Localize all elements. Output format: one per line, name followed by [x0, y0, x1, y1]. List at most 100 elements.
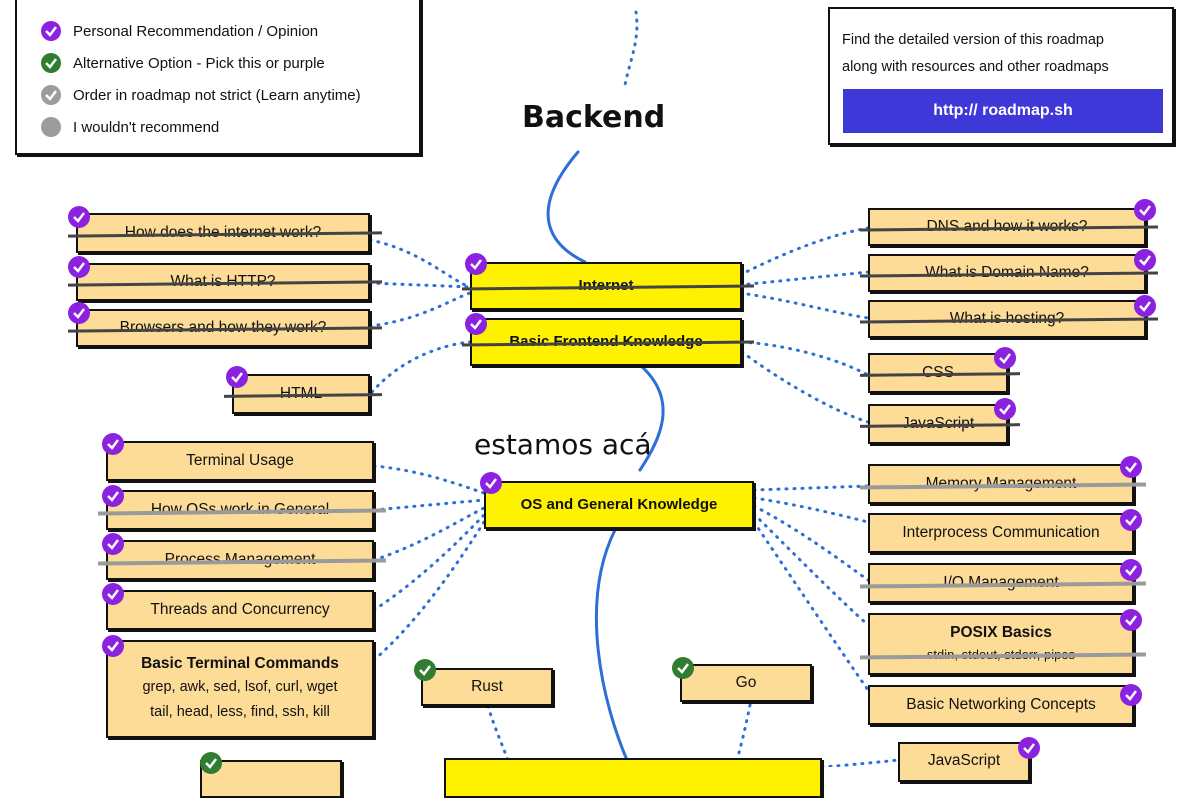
check-icon [994, 347, 1016, 369]
dotted-line [752, 496, 870, 524]
check-icon [465, 313, 487, 335]
check-icon [1120, 509, 1142, 531]
check-icon [1120, 559, 1142, 581]
promo-line: along with resources and other roadmaps [842, 59, 1109, 75]
dotted-line [368, 238, 472, 289]
dotted-line [372, 464, 486, 495]
dotted-line [740, 340, 870, 377]
node-os[interactable]: OS and General Knowledge [484, 481, 754, 529]
node-process-management[interactable]: Process Management [97, 540, 387, 580]
node-frontend[interactable]: Basic Frontend Knowledge [461, 318, 755, 366]
node-memory[interactable]: Memory Management [859, 464, 1147, 504]
roadmap-link-button[interactable]: http:// roadmap.sh [843, 89, 1163, 133]
node-what-http[interactable]: What is HTTP? [67, 263, 383, 301]
node-rust[interactable]: Rust [421, 668, 553, 706]
check-icon [41, 53, 61, 73]
dotted-line [368, 291, 472, 328]
check-icon [465, 253, 487, 275]
check-icon [102, 533, 124, 555]
annotation-text: estamos acá [474, 428, 652, 461]
dotted-line [752, 512, 870, 627]
dotted-line [738, 270, 870, 287]
spine-line [594, 528, 632, 767]
check-icon [672, 657, 694, 679]
node-terminal-usage[interactable]: Terminal Usage [106, 441, 374, 481]
legend-item: I wouldn't recommend [41, 115, 219, 139]
legend-item: Personal Recommendation / Opinion [41, 19, 318, 43]
spine-line [546, 150, 587, 264]
page-title: Backend [522, 100, 666, 135]
check-icon [68, 302, 90, 324]
node-javascript-bottom[interactable]: JavaScript [898, 742, 1030, 782]
dotted-line [752, 520, 870, 692]
node-networking[interactable]: Basic Networking Concepts [868, 685, 1134, 725]
node-label: JavaScript [927, 752, 1001, 769]
node-internet[interactable]: Internet [461, 262, 755, 310]
node-how-internet[interactable]: How does the internet work? [67, 213, 383, 253]
dotted-line [623, 10, 639, 87]
legend-item: Order in roadmap not strict (Learn anyti… [41, 83, 361, 107]
node-css[interactable]: CSS [859, 353, 1021, 393]
node-ipc[interactable]: Interprocess Communication [868, 513, 1134, 553]
node-label: Basic Terminal Commands [141, 655, 339, 672]
dotted-line [372, 520, 486, 662]
node-browsers[interactable]: Browsers and how they work? [67, 309, 383, 347]
check-icon [102, 485, 124, 507]
check-icon [1120, 684, 1142, 706]
check-icon [200, 752, 222, 774]
check-icon [102, 635, 124, 657]
check-icon [480, 472, 502, 494]
node-posix[interactable]: POSIX Basics stdin, stdout, stderr, pipe… [859, 613, 1147, 675]
node-how-os[interactable]: How OSs work in General [97, 490, 387, 530]
dotted-line [368, 281, 472, 289]
check-icon [226, 366, 248, 388]
dotted-line [372, 506, 486, 562]
node-html[interactable]: HTML [223, 374, 383, 414]
promo-line: Find the detailed version of this roadma… [842, 32, 1104, 48]
dotted-line [752, 504, 870, 582]
legend-item: Alternative Option - Pick this or purple [41, 51, 325, 75]
dotted-line [738, 226, 870, 277]
dotted-line [486, 704, 512, 767]
node-label: POSIX Basics [950, 624, 1052, 641]
check-icon [1120, 609, 1142, 631]
check-icon [414, 659, 436, 681]
legend-panel: Personal Recommendation / Opinion Altern… [15, 0, 421, 155]
node-label: Terminal Usage [186, 452, 294, 469]
check-icon [1134, 199, 1156, 221]
circle-icon [41, 117, 61, 137]
dotted-line [738, 291, 870, 320]
dotted-line [372, 498, 486, 512]
node-hosting[interactable]: What is hosting? [859, 300, 1159, 338]
check-icon [1134, 249, 1156, 271]
node-threads[interactable]: Threads and Concurrency [106, 590, 374, 630]
promo-text: Find the detailed version of this roadma… [842, 27, 1109, 81]
check-icon [68, 256, 90, 278]
node-label: Interprocess Communication [902, 524, 1100, 541]
node-dns[interactable]: DNS and how it works? [859, 208, 1159, 246]
node-javascript[interactable]: JavaScript [859, 404, 1021, 444]
node-terminal-commands[interactable]: Basic Terminal Commands grep, awk, sed, … [106, 640, 374, 738]
dotted-line [740, 350, 870, 424]
check-icon [41, 85, 61, 105]
dotted-line [372, 513, 486, 612]
node-domain[interactable]: What is Domain Name? [859, 254, 1159, 292]
node-sublabel: grep, awk, sed, lsof, curl, wget [142, 679, 338, 695]
node-label: Rust [471, 678, 503, 695]
legend-label: Alternative Option - Pick this or purple [73, 54, 325, 72]
check-icon [994, 398, 1016, 420]
check-icon [1018, 737, 1040, 759]
check-icon [41, 21, 61, 41]
legend-label: Order in roadmap not strict (Learn anyti… [73, 86, 361, 104]
check-icon [102, 433, 124, 455]
node-label: Threads and Concurrency [150, 601, 330, 618]
node-language[interactable] [444, 758, 822, 798]
node-go[interactable]: Go [680, 664, 812, 702]
legend-label: I wouldn't recommend [73, 118, 220, 136]
node-sublabel: tail, head, less, find, ssh, kill [150, 704, 330, 720]
dotted-line [820, 758, 900, 767]
node-io[interactable]: I/O Management [859, 563, 1147, 603]
dotted-line [752, 484, 870, 492]
node-label: Go [735, 674, 757, 691]
node-label: Basic Networking Concepts [906, 696, 1096, 713]
